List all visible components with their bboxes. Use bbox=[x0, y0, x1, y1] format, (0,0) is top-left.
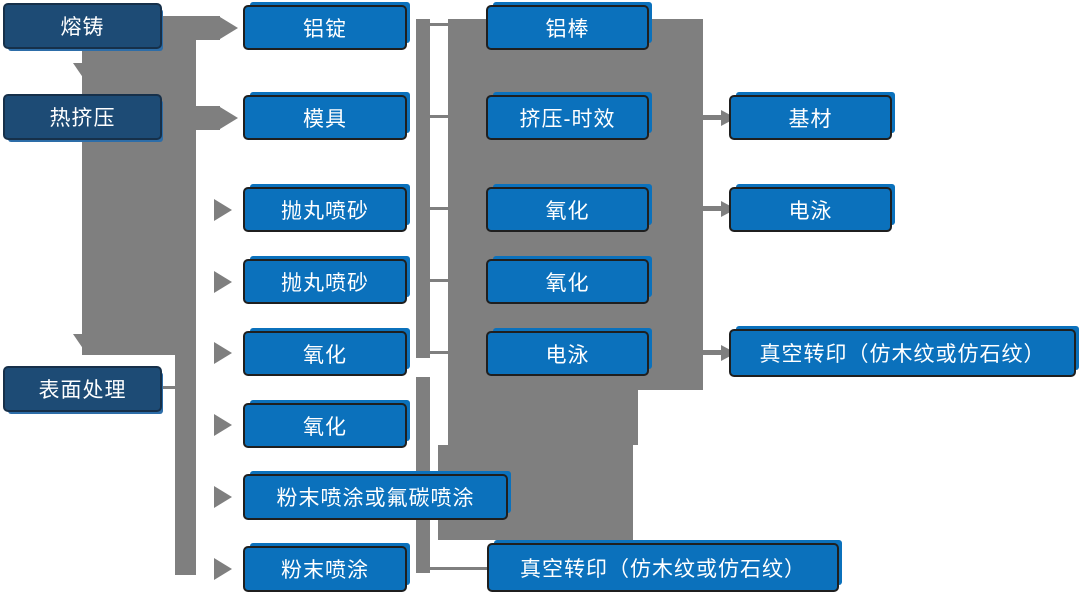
node-paowan-pensha-2: 抛丸喷砂 bbox=[243, 259, 407, 304]
connector-block-mid bbox=[448, 390, 638, 445]
node-yanghua-3: 氧化 bbox=[486, 187, 649, 232]
node-paowan-pensha-1: 抛丸喷砂 bbox=[243, 187, 407, 232]
connector-stub-jicai bbox=[703, 115, 721, 120]
connector-tick-row3 bbox=[416, 207, 448, 210]
node-biaomian-chuli: 表面处理 bbox=[3, 366, 162, 412]
node-yanghua-4: 氧化 bbox=[486, 259, 649, 304]
node-fenmo-pentu: 粉末喷涂 bbox=[243, 546, 407, 592]
arrowhead-right-row7 bbox=[214, 486, 232, 508]
arrowhead-right-row4 bbox=[214, 271, 232, 293]
node-muju: 模具 bbox=[243, 95, 407, 140]
node-fenmo-or-fudan: 粉末喷涂或氟碳喷涂 bbox=[243, 474, 508, 520]
node-rongzhu: 熔铸 bbox=[3, 3, 162, 49]
node-zhenkong-zhuanyin-2: 真空转印（仿木纹或仿石纹） bbox=[729, 329, 1076, 377]
node-lv-bang: 铝棒 bbox=[486, 5, 649, 50]
node-dianyong-2: 电泳 bbox=[729, 187, 892, 232]
connector-stub-dianyong bbox=[703, 206, 721, 211]
connector-mid-band-upper bbox=[416, 19, 430, 358]
connector-stub-zhenkong bbox=[703, 350, 721, 355]
connector-stub-rejiya-muju bbox=[162, 106, 220, 130]
arrowhead-right-row8 bbox=[214, 558, 232, 580]
arrowhead-right-row2 bbox=[220, 107, 238, 129]
connector-lower-band bbox=[175, 355, 196, 575]
arrowhead-right-row6 bbox=[214, 414, 232, 436]
node-lv-ding: 铝锭 bbox=[243, 5, 407, 50]
node-jicai: 基材 bbox=[729, 95, 892, 140]
connector-tick-row4 bbox=[416, 279, 448, 282]
connector-line-biaomianchuli bbox=[162, 386, 176, 389]
arrowhead-down-rejiya bbox=[73, 63, 99, 82]
connector-stub-rongzhu-lvding bbox=[162, 16, 220, 40]
arrowhead-right-row5 bbox=[214, 342, 232, 364]
arrowhead-right-row1 bbox=[220, 17, 238, 39]
node-yanghua-2: 氧化 bbox=[243, 403, 407, 448]
connector-tick-row5 bbox=[416, 351, 448, 354]
connector-line-fenmo-zhenkong bbox=[416, 567, 487, 570]
node-dianyong-1: 电泳 bbox=[486, 331, 649, 376]
node-re-jiya: 热挤压 bbox=[3, 94, 162, 140]
connector-trunk-band bbox=[82, 17, 196, 355]
node-yanghua-1: 氧化 bbox=[243, 331, 407, 376]
node-zhenkong-zhuanyin-1: 真空转印（仿木纹或仿石纹） bbox=[487, 543, 839, 592]
node-jiya-shixiao: 挤压-时效 bbox=[486, 95, 649, 140]
arrowhead-right-row3 bbox=[214, 199, 232, 221]
arrowhead-down-biaomianchuli bbox=[73, 334, 99, 353]
connector-tick-row1 bbox=[416, 23, 448, 26]
connector-tick-row2 bbox=[416, 115, 448, 118]
